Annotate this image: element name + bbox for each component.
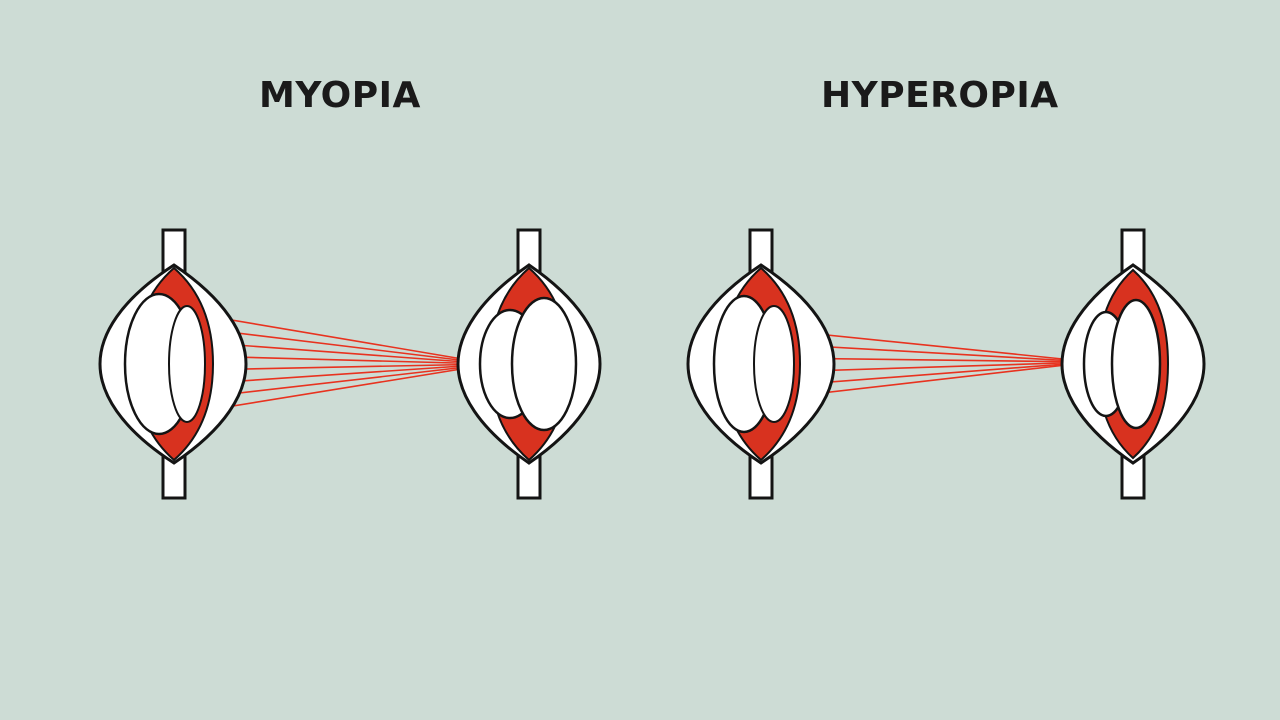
myopia-ray-3 [195,341,493,365]
myopia-ray-2 [195,327,493,365]
hyperopia-title: HYPEROPIA [821,75,1059,116]
myopia-title: MYOPIA [259,75,421,116]
myopia-ray-8 [195,363,493,413]
myopia-ray-7 [195,363,493,399]
myopia-back-lens-icon [456,228,602,500]
hyperopia-panel [686,228,1206,500]
hyperopia-ray-6 [777,361,1093,399]
hyperopia-front-lens-icon [686,228,836,500]
hyperopia-ray-1 [777,329,1093,363]
hyperopia-back-lens-icon [1060,228,1206,500]
myopia-front-lens-icon [98,228,248,500]
myopia-panel [98,228,602,500]
myopia-ray-1 [195,313,493,365]
